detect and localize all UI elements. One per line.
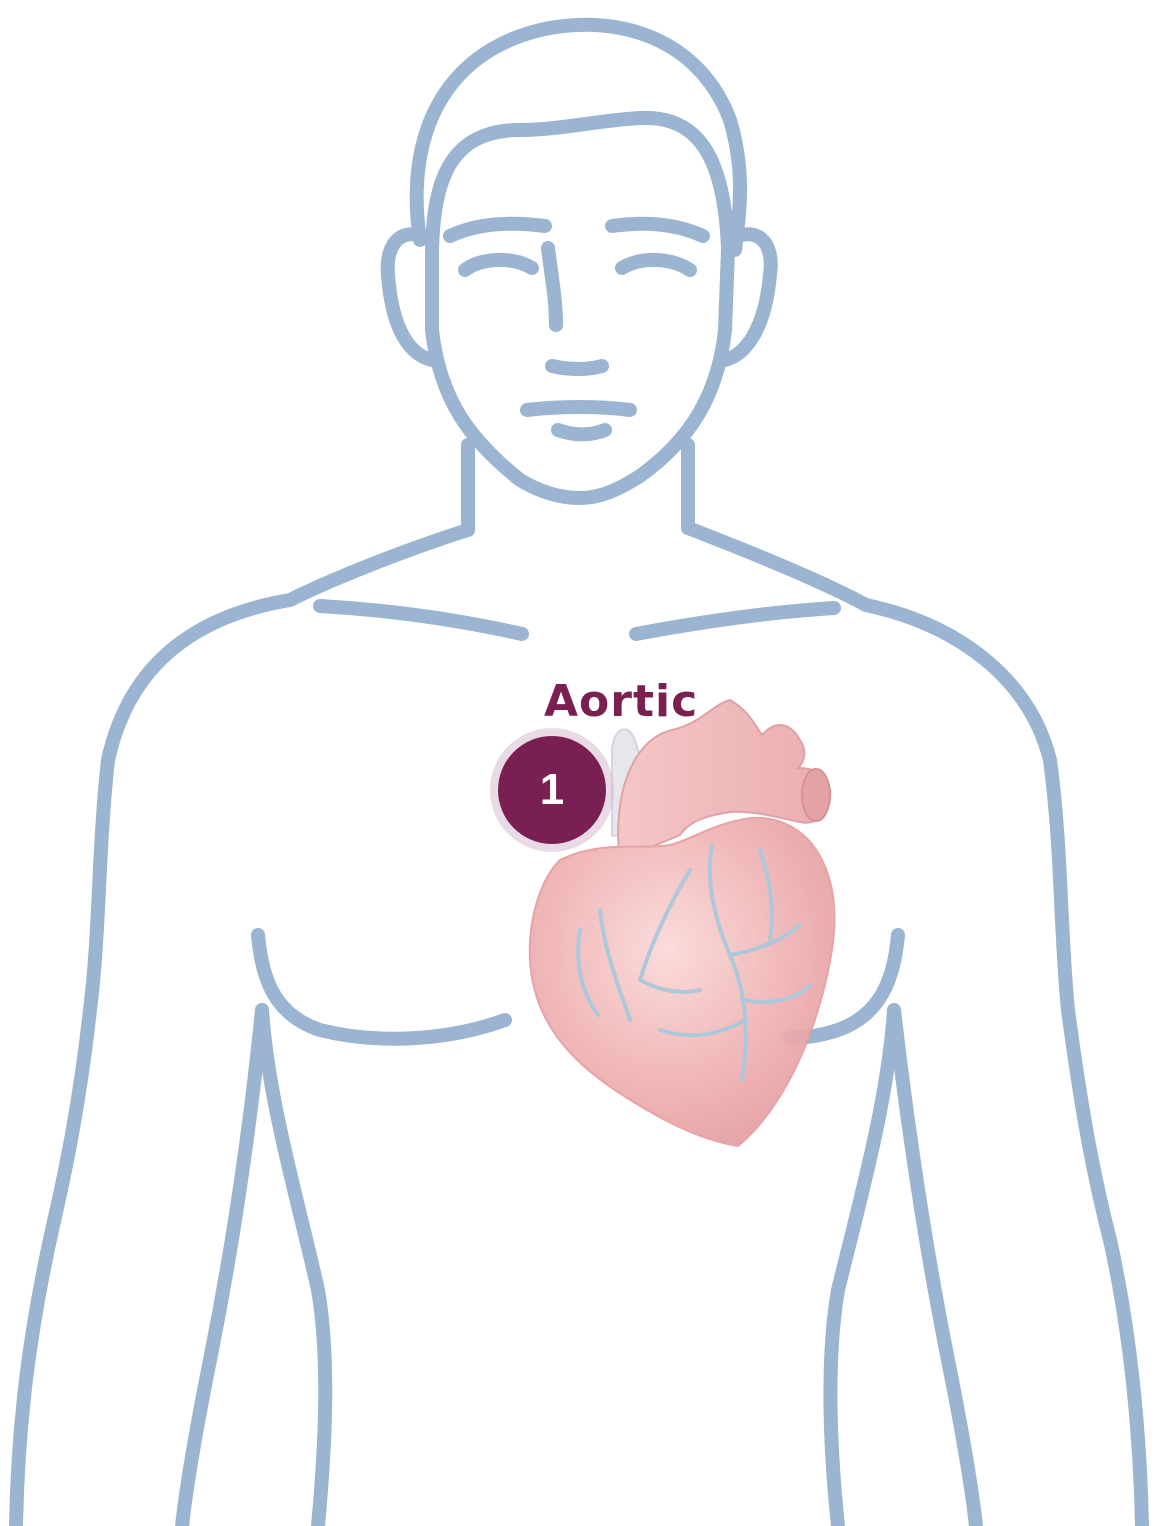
upper-lip bbox=[545, 359, 609, 376]
face-outline bbox=[425, 243, 735, 505]
aortic-label: Aortic bbox=[544, 676, 699, 727]
left-eyebrow bbox=[443, 216, 552, 243]
left-clavicle bbox=[313, 599, 529, 641]
heart-body bbox=[528, 816, 836, 1148]
right-clavicle bbox=[629, 601, 841, 641]
left-ear bbox=[380, 227, 439, 367]
aortic-marker-button[interactable]: 1 bbox=[490, 728, 614, 852]
nose bbox=[541, 241, 563, 332]
aortic-arch bbox=[617, 698, 832, 862]
right-eyebrow bbox=[605, 216, 710, 243]
marker-number: 1 bbox=[498, 736, 606, 844]
hairline bbox=[425, 110, 735, 265]
left-shoulder bbox=[9, 523, 475, 1526]
heart-icon bbox=[528, 698, 836, 1148]
right-ear bbox=[718, 227, 778, 367]
right-inner-arm bbox=[887, 1003, 983, 1526]
right-torso-side bbox=[823, 1003, 901, 1526]
mouth bbox=[520, 400, 637, 417]
left-eye bbox=[458, 252, 539, 277]
left-pectoral bbox=[251, 928, 512, 1046]
left-torso-side bbox=[255, 1003, 333, 1526]
head-outline bbox=[409, 17, 747, 257]
left-inner-arm bbox=[175, 1003, 269, 1526]
right-eye bbox=[615, 252, 697, 277]
right-shoulder bbox=[681, 521, 1149, 1526]
lower-lip bbox=[551, 423, 612, 442]
